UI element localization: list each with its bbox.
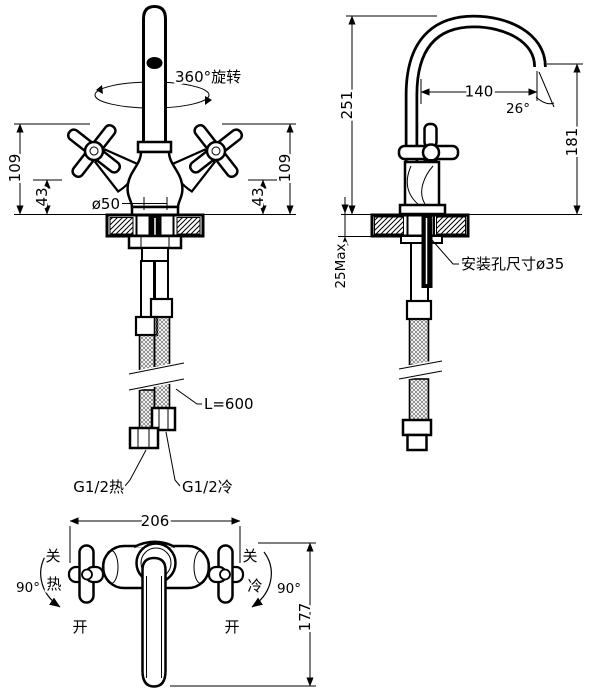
plan-body-cap-right [193,550,209,584]
hot-hose-nut [128,426,160,450]
side-deck-hatch-right [436,216,466,235]
spout-tube [142,4,167,149]
hose-break-band [129,361,184,392]
top-view: 关 热 90° 开 关 冷 90° 开 206 177 [14,510,317,688]
hose-length-leader [175,388,202,405]
left-handle-hub [83,140,105,162]
hose-length-label: L=600 [204,395,254,413]
spout-collar [136,140,173,154]
right-open-label: 开 [224,618,239,636]
plan-body-cap-left [103,550,119,584]
mounting-hole-label: 安装孔尺寸ø35 [461,255,564,273]
dim-43-left: 43 [33,187,51,206]
side-braided-hose-lower [408,378,430,421]
side-view: 安装孔尺寸ø35 251 140 26° 181 25Max [331,14,584,452]
aerator [146,57,163,69]
side-hose-nut [401,418,433,437]
dim-109-right: 109 [276,154,294,183]
plan-spout [141,556,167,688]
gooseneck-inner [407,17,544,216]
mounting-nut [127,234,183,250]
cold-braided-hose [153,316,171,368]
side-deck-hatch-left [374,216,404,235]
left-rotation-arc [40,551,61,608]
shank [141,247,169,262]
side-hose-break-line [398,370,443,380]
dim-43-right: 43 [249,187,267,206]
hose-break-line [128,378,185,391]
plan-left-handle-hub [81,568,93,581]
cold-hose-coupling [149,297,174,319]
side-body-contour [421,165,434,205]
dim-177: 177 [296,603,314,632]
dim-181: 181 [563,128,581,157]
cold-inlet-label: G1/2冷 [182,478,233,496]
left-hot-label: 热 [46,575,61,593]
left-handle-hub-inner [89,146,99,156]
left-angle-label: 90° [16,580,40,596]
right-handle-hub-inner [211,146,221,156]
side-hose-coupling [405,299,433,321]
left-handle [66,123,141,193]
cold-inlet-leader [165,431,181,487]
right-handle-hub [205,140,227,162]
rotation-arrow-left-icon [96,85,103,94]
right-angle-label: 90° [277,581,301,597]
left-open-label: 开 [72,618,87,636]
hot-braided-hose [138,334,156,373]
outlet-angle-label: 26° [506,101,530,117]
rotation-label: 360°旋转 [175,68,241,86]
base-diameter-label: ø50 [92,195,120,213]
cold-hose-nut [150,406,177,432]
plan-right-handle-hub [219,568,231,581]
left-close-label: 关 [45,547,60,565]
side-hose-nut-tip [406,433,428,452]
hose-break-line [128,362,185,375]
side-handle-hub [421,143,441,162]
dim-109-left: 109 [6,154,24,183]
right-cold-label: 冷 [247,577,262,595]
side-base [398,203,447,216]
side-hose-break-band [399,359,442,381]
right-rotation-arc [251,551,272,608]
rotation-arrow-right-icon [205,96,212,105]
deck-hatch-right [176,217,201,235]
hot-inlet-leader [124,449,147,487]
right-close-label: 关 [242,547,257,565]
mounting-hole-leader [431,239,459,265]
outlet-angle-arc [535,96,555,105]
deck-hatch-left [109,217,134,235]
dim-251: 251 [338,91,356,120]
front-view: 360°旋转 ø50 [4,4,297,499]
dim-206: 206 [141,512,170,530]
side-braided-hose [408,318,430,366]
outlet-angle-line [538,71,555,108]
dim-140: 140 [465,83,494,101]
side-body-contour [406,165,420,206]
side-hose-break-line [398,360,443,370]
hot-inlet-label: G1/2热 [73,478,124,496]
cold-tube [154,260,169,300]
faucet-body [126,150,184,209]
dim-25max: 25Max [333,243,349,288]
